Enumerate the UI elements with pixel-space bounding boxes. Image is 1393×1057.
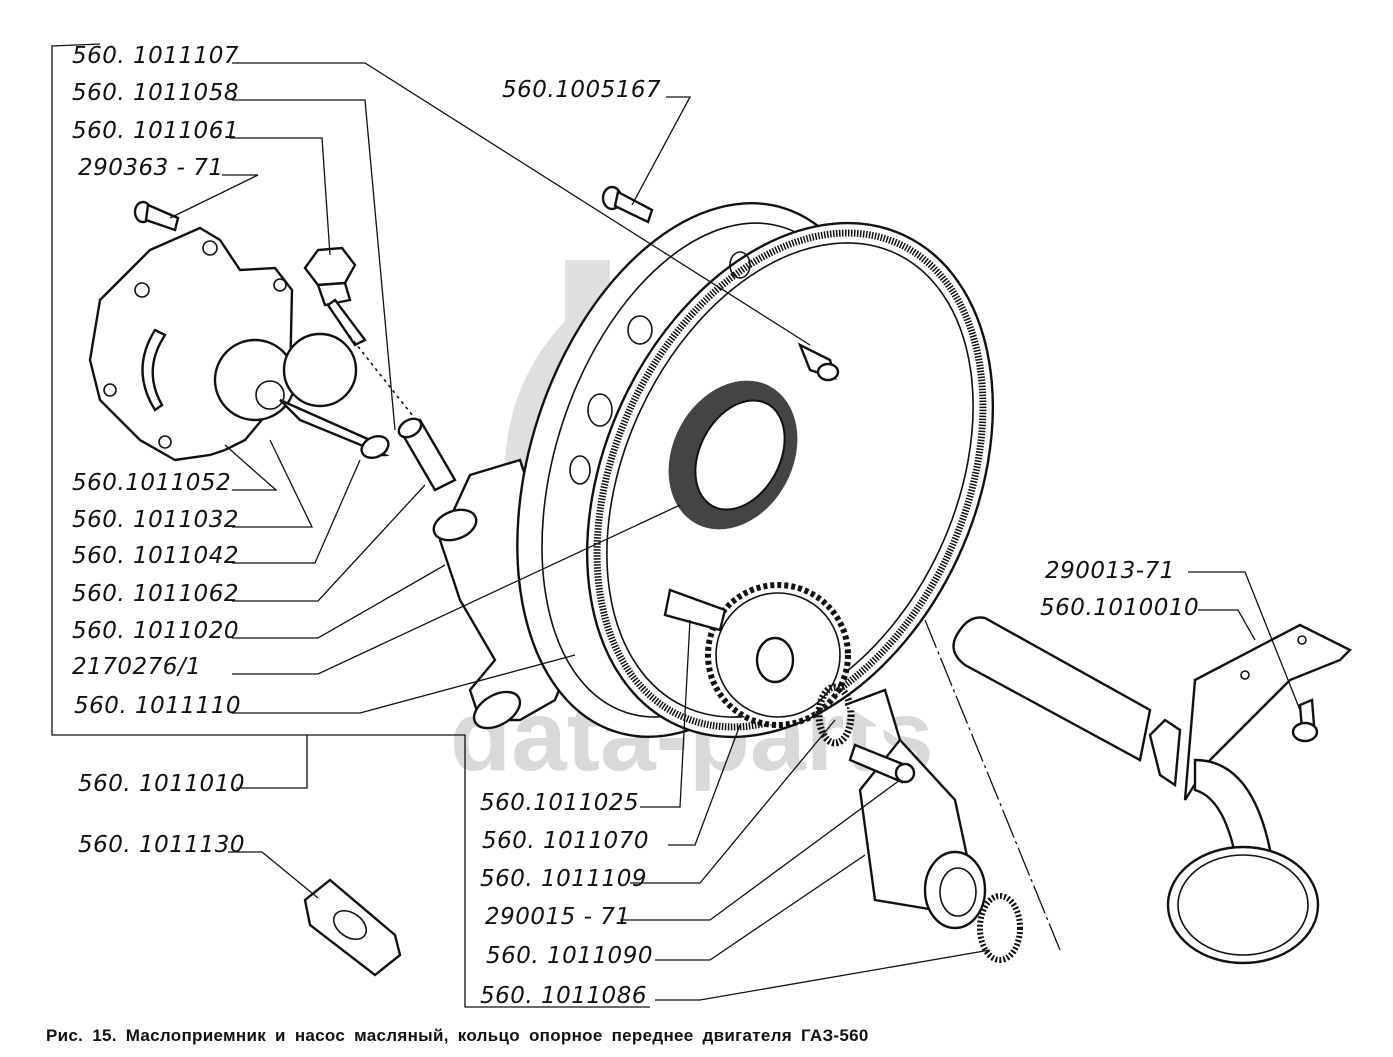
part-label: 560. 1011020 [72, 618, 239, 644]
part-label: 560. 1011090 [486, 943, 653, 969]
figure-caption: Рис. 15. Маслоприемник и насос масляный,… [46, 1026, 869, 1045]
part-label: 560. 1011107 [72, 43, 239, 69]
part-label: 560.1010010 [1040, 595, 1199, 621]
part-label: 560. 1011070 [482, 828, 649, 854]
screw-290363 [133, 200, 180, 232]
centerline-right [924, 619, 1061, 951]
nut [303, 878, 402, 977]
part-label: 290363 - 71 [78, 155, 224, 181]
right-labels: 290013-71 560.1010010 [1040, 558, 1199, 621]
part-label: 560. 1011110 [74, 693, 241, 719]
part-label: 560.1011025 [480, 790, 639, 816]
part-label: 560. 1011042 [72, 543, 239, 569]
assembly-label: 560. 1011010 [78, 771, 245, 797]
pickup-tube-flange [815, 683, 1023, 963]
assembly-bracket [51, 43, 650, 1008]
part-label: 290013-71 [1045, 558, 1175, 584]
drive-gear [663, 582, 851, 728]
oil-seal [668, 380, 798, 530]
bolt-560-1005167 [601, 185, 654, 224]
relief-valve [303, 246, 457, 492]
top-bolt-label: 560.1005167 [502, 77, 661, 103]
nut-label: 560. 1011130 [78, 832, 245, 858]
part-label: 290015 - 71 [485, 904, 631, 930]
part-label: 560. 1011086 [480, 983, 647, 1009]
oil-pickup-strainer [952, 616, 1353, 965]
part-label: 560. 1011058 [72, 80, 239, 106]
part-label: 560. 1011062 [72, 581, 239, 607]
bottom-labels: 560.1011025 560. 1011070 560. 1011109 29… [480, 790, 653, 1009]
part-label: 560.1011052 [72, 470, 231, 496]
leader-lines [169, 62, 1301, 1001]
part-label: 560. 1011109 [480, 866, 647, 892]
left-labels: 560. 1011107 560. 1011058 560. 1011061 2… [72, 43, 241, 719]
part-label: 560. 1011032 [72, 507, 239, 533]
pump-gears [213, 332, 390, 460]
part-label: 560. 1011061 [72, 118, 239, 144]
part-label: 2170276/1 [72, 654, 201, 680]
